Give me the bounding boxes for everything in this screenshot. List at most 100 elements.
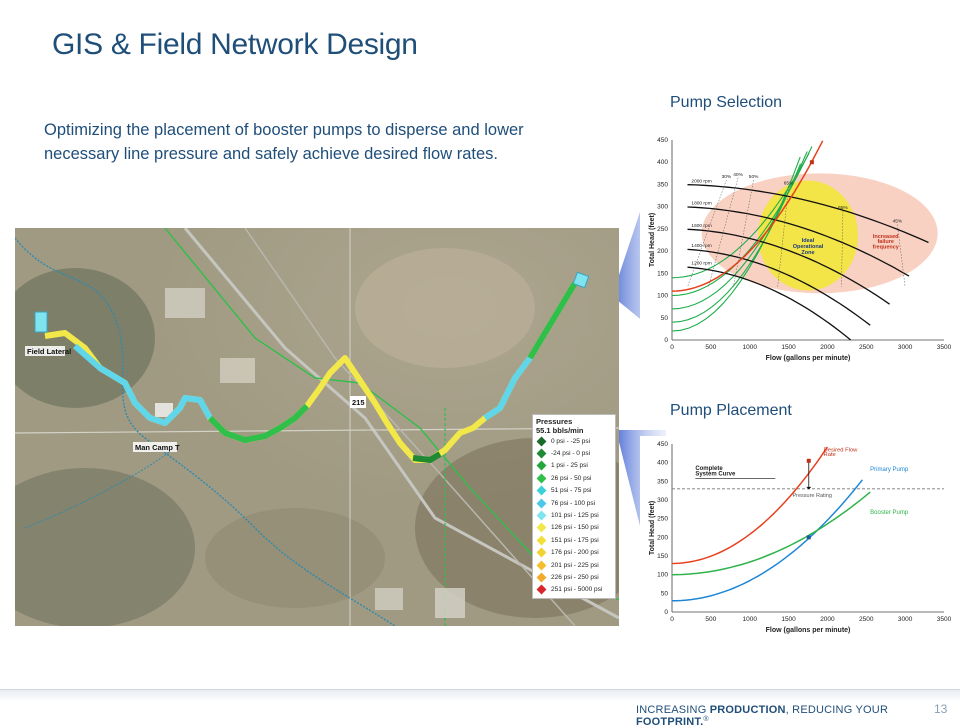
x-tick-label: 1000 <box>742 616 757 623</box>
legend-label: 1 psi - 25 psi <box>551 462 588 470</box>
map-canvas: Field Lateral Man Camp T 215 <box>15 228 619 626</box>
x-tick-label: 500 <box>705 344 716 351</box>
y-axis-label: Total Head (feet) <box>649 501 656 555</box>
y-tick-label: 0 <box>664 337 668 344</box>
legend-label: 76 psi - 100 psi <box>551 499 596 507</box>
booster-pump-label: Booster Pump <box>870 510 909 516</box>
pressure-legend: Pressures 55.1 bbls/min 0 psi - -25 psi-… <box>532 414 616 600</box>
y-tick-label: 300 <box>657 204 668 211</box>
x-tick-label: 3500 <box>937 344 952 351</box>
legend-item: 76 psi - 100 psi <box>536 497 612 509</box>
rpm-label: 1400 rpm <box>691 243 711 249</box>
y-tick-label: 100 <box>657 572 668 579</box>
booster-point <box>806 535 811 540</box>
y-tick-label: 300 <box>657 497 668 504</box>
legend-label: 151 psi - 175 psi <box>551 536 599 544</box>
rpm-curve <box>687 184 929 244</box>
desired-flow-annotation: Desired Flow <box>824 447 859 453</box>
operating-point <box>809 160 814 165</box>
rpm-label: 1200 rpm <box>691 261 711 267</box>
y-axis-label: Total Head (feet) <box>649 213 656 267</box>
x-tick-label: 1500 <box>781 344 796 351</box>
pump-placement-label: Pump Placement <box>670 402 792 419</box>
efficiency-line <box>733 179 754 287</box>
desired-flow-annotation: Rate <box>824 452 836 458</box>
legend-item: 101 psi - 125 psi <box>536 509 612 521</box>
legend-item: 1 psi - 25 psi <box>536 460 612 472</box>
y-tick-label: 200 <box>657 248 668 255</box>
efficiency-label: 50% <box>749 174 759 180</box>
y-tick-label: 50 <box>661 590 669 597</box>
legend-swatch <box>536 461 547 471</box>
footer-tagline: INCREASING PRODUCTION, REDUCING YOUR FOO… <box>636 704 889 728</box>
y-tick-label: 100 <box>657 293 668 300</box>
y-tick-label: 0 <box>664 609 668 616</box>
legend-swatch <box>536 572 547 583</box>
legend-label: 226 psi - 250 psi <box>551 573 599 581</box>
ideal-zone-label: Operational <box>793 244 824 250</box>
rpm-curve <box>687 228 890 305</box>
system-curve-annotation: Complete <box>695 466 723 472</box>
slide-title: GIS & Field Network Design <box>52 28 418 61</box>
legend-item: 26 psi - 50 psi <box>536 472 612 484</box>
y-tick-label: 350 <box>657 181 668 188</box>
x-tick-label: 2500 <box>859 616 874 623</box>
footer-bar <box>0 690 960 720</box>
y-tick-label: 150 <box>657 270 668 277</box>
legend-label: 26 psi - 50 psi <box>551 474 592 482</box>
man-camp-label: Man Camp T <box>135 443 180 452</box>
y-tick-label: 200 <box>657 534 668 541</box>
end-node <box>572 271 590 289</box>
ideal-zone <box>758 180 858 291</box>
system-curve <box>671 446 829 565</box>
legend-swatch <box>536 560 547 571</box>
ideal-zone-label: Zone <box>801 250 814 256</box>
legend-label: 126 psi - 150 psi <box>551 524 599 532</box>
system-curve <box>671 140 824 292</box>
field-lateral-label: Field Lateral <box>27 347 71 356</box>
gis-map[interactable]: Field Lateral Man Camp T 215 Pressures 5… <box>15 228 619 626</box>
x-tick-label: 2000 <box>820 344 835 351</box>
rpm-label: 1800 rpm <box>691 201 711 207</box>
efficiency-label: 65% <box>784 181 794 187</box>
rpm-curve <box>687 248 871 326</box>
efficiency-label: 40% <box>733 172 743 178</box>
slide-subtitle: Optimizing the placement of booster pump… <box>44 121 524 163</box>
y-tick-label: 400 <box>657 460 668 467</box>
x-axis-label: Flow (gallons per minute) <box>766 627 851 634</box>
rpm-label: 2000 rpm <box>691 178 711 184</box>
system-curve-annotation: System Curve <box>695 472 736 478</box>
legend-swatch <box>536 448 547 459</box>
y-tick-label: 50 <box>661 315 669 322</box>
primary-pump-label: Primary Pump <box>870 467 909 473</box>
legend-label: 101 psi - 125 psi <box>551 512 599 520</box>
efficiency-label: 65% <box>838 205 848 211</box>
efficiency-line <box>708 177 739 287</box>
legend-label: 201 psi - 225 psi <box>551 561 599 569</box>
y-tick-label: 400 <box>657 159 668 166</box>
efficiency-line <box>897 224 906 287</box>
failure-zone-label: Increased <box>873 234 899 240</box>
y-tick-label: 350 <box>657 478 668 485</box>
start-node <box>34 311 48 333</box>
legend-title: Pressures <box>536 417 573 426</box>
legend-item: 51 psi - 75 psi <box>536 485 612 497</box>
x-tick-label: 1000 <box>742 344 757 351</box>
legend-item: 151 psi - 175 psi <box>536 534 612 546</box>
failure-zone-label: failure <box>877 239 894 245</box>
legend-item: 226 psi - 250 psi <box>536 571 612 583</box>
y-tick-label: 250 <box>657 516 668 523</box>
pressure-rating-label: Pressure Rating <box>792 493 831 499</box>
page-number: 13 <box>934 702 948 716</box>
efficiency-line <box>841 211 844 287</box>
rpm-curve <box>687 266 852 341</box>
desired-flow-point <box>806 458 811 463</box>
legend-swatch <box>536 485 547 496</box>
legend-label: 251 psi - 5000 psi <box>551 586 603 594</box>
x-tick-label: 3000 <box>898 344 913 351</box>
y-tick-label: 450 <box>657 137 668 144</box>
legend-swatch <box>536 473 547 484</box>
efficiency-label: 45% <box>893 218 903 224</box>
